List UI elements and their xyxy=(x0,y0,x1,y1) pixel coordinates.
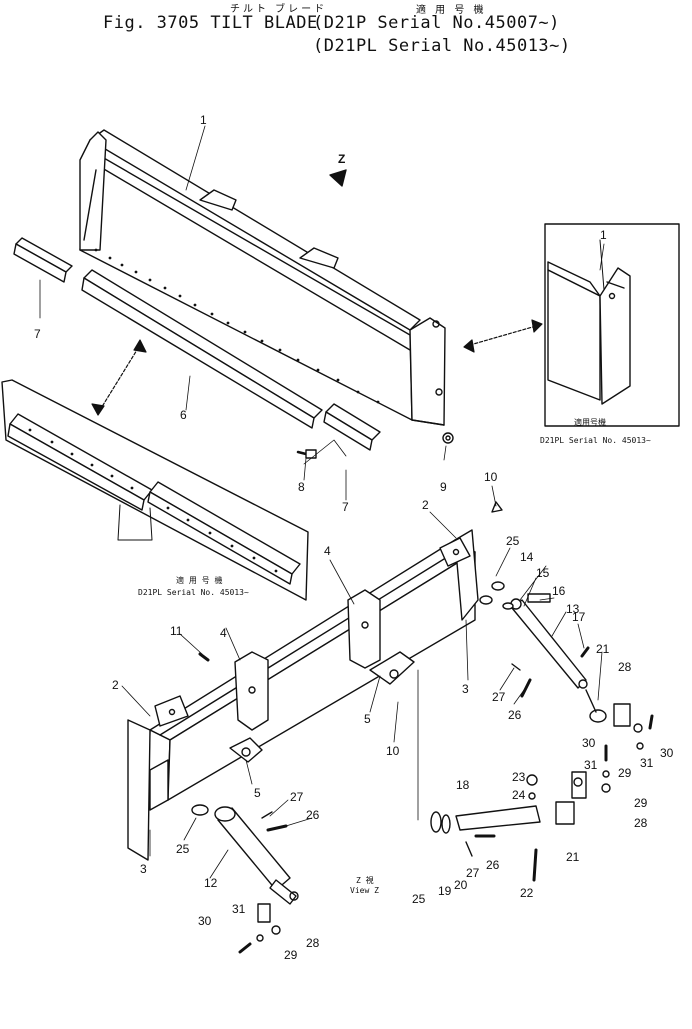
callout-number: 31 xyxy=(640,756,654,770)
callout-number: 30 xyxy=(582,736,596,750)
callout-number: 16 xyxy=(552,584,566,598)
callout-number: 14 xyxy=(520,550,534,564)
upper-inset-applicable-label: 適用号機 xyxy=(574,418,606,427)
blade-assembly xyxy=(79,129,446,426)
callout-number: 5 xyxy=(364,712,371,726)
left-inset-serial: D21PL Serial No. 45013~ xyxy=(138,588,249,597)
brace-rod xyxy=(510,598,607,723)
callout-number: 31 xyxy=(584,758,598,772)
view-z-japanese: Z 視 xyxy=(356,876,374,885)
callout-number: 2 xyxy=(422,498,429,512)
callout-number: 26 xyxy=(486,858,500,872)
applicable-models-label: 適 用 号 機 xyxy=(416,5,487,16)
callout-number: 21 xyxy=(596,642,610,656)
callout-number: 29 xyxy=(634,796,648,810)
callout-number: 9 xyxy=(440,480,447,494)
left-inset-applicable-label: 適 用 号 機 xyxy=(176,576,223,585)
callout-number: 31 xyxy=(232,902,246,916)
callout-number: 23 xyxy=(512,770,526,784)
callout-number: 10 xyxy=(386,744,400,758)
callout-number: 27 xyxy=(290,790,304,804)
tilt-cylinder xyxy=(214,806,299,905)
leader-lines xyxy=(39,125,605,879)
callout-number: 26 xyxy=(508,708,522,722)
upper-right-inset xyxy=(544,223,680,427)
callout-number: 19 xyxy=(438,884,452,898)
callout-number: 2 xyxy=(112,678,119,692)
callout-number: 11 xyxy=(170,624,183,638)
small-hardware xyxy=(191,501,654,954)
callout-number: 1 xyxy=(200,113,207,127)
callout-number: 1 xyxy=(600,228,607,242)
view-z-marker: Z xyxy=(338,152,346,166)
japanese-title: チルト ブレード xyxy=(230,4,328,15)
callout-number: 5 xyxy=(254,786,261,800)
callout-number: 20 xyxy=(454,878,468,892)
callout-number: 3 xyxy=(462,682,469,696)
callout-number: 7 xyxy=(34,327,41,341)
callout-number: 15 xyxy=(536,566,550,580)
callout-number: 29 xyxy=(284,948,298,962)
callout-number: 22 xyxy=(520,886,534,900)
callout-number: 27 xyxy=(492,690,506,704)
callout-number: 8 xyxy=(298,480,305,494)
callout-number: 21 xyxy=(566,850,580,864)
view-z-english: View Z xyxy=(350,886,379,895)
callout-number: 6 xyxy=(180,408,187,422)
callout-number: 24 xyxy=(512,788,526,802)
serial-line-1: (D21P Serial No.45007~) xyxy=(313,13,560,33)
callout-number: 28 xyxy=(634,816,648,830)
figure-title: Fig. 3705 TILT BLADE xyxy=(103,13,318,33)
callout-number: 25 xyxy=(412,892,426,906)
callout-number: 29 xyxy=(618,766,632,780)
left-inset xyxy=(1,379,309,601)
exchange-arrows xyxy=(91,319,543,416)
callout-number: 3 xyxy=(140,862,147,876)
callout-number: 4 xyxy=(324,544,331,558)
callout-number: 10 xyxy=(484,470,498,484)
callout-number: 28 xyxy=(618,660,632,674)
callout-number: 13 xyxy=(566,602,580,616)
callout-number: 17 xyxy=(572,610,586,624)
callout-number: 26 xyxy=(306,808,320,822)
callout-number: 25 xyxy=(506,534,520,548)
callout-number: 30 xyxy=(198,914,212,928)
cutting-edge-upper xyxy=(13,237,381,451)
callout-number: 28 xyxy=(306,936,320,950)
callout-number: 7 xyxy=(342,500,349,514)
callout-number: 27 xyxy=(466,866,480,880)
upper-inset-serial: D21PL Serial No. 45013~ xyxy=(540,436,651,445)
callout-number: 18 xyxy=(456,778,470,792)
serial-line-2: (D21PL Serial No.45013~) xyxy=(313,36,571,56)
frame-beam xyxy=(127,529,479,861)
callout-number: 30 xyxy=(660,746,674,760)
callout-number: 12 xyxy=(204,876,218,890)
callout-number: 4 xyxy=(220,626,227,640)
callout-number: 25 xyxy=(176,842,190,856)
view-z-arrow xyxy=(329,169,347,187)
